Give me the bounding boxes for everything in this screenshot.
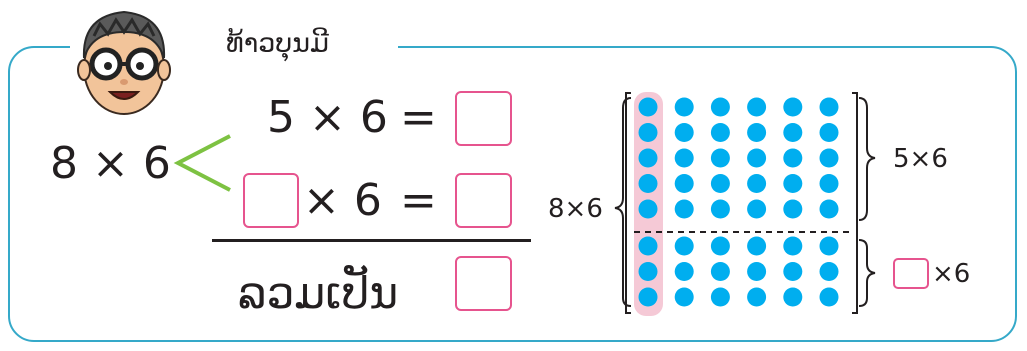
array-dot (674, 174, 694, 193)
array-dot (638, 174, 658, 193)
array-dot (674, 236, 694, 256)
array-dot (638, 199, 658, 219)
array-dot (638, 123, 658, 142)
equation-1-equals: = (400, 92, 437, 143)
total-answer-box[interactable] (455, 256, 512, 311)
array-dot (747, 236, 767, 256)
array-dot (710, 262, 730, 281)
equation-2-tail: × 6 (303, 175, 382, 226)
array-dot (674, 287, 694, 307)
boy-with-glasses-avatar (77, 10, 171, 115)
array-dot (638, 236, 658, 256)
sum-line (212, 239, 531, 242)
array-dot (783, 148, 803, 168)
array-dot (747, 174, 767, 193)
array-dot (710, 123, 730, 142)
equation-1-left: 5 × 6 (267, 92, 388, 143)
array-dot (819, 262, 839, 281)
array-dot (710, 174, 730, 193)
array-dot (674, 262, 694, 281)
array-dot (638, 287, 658, 307)
array-dot (638, 262, 658, 281)
array-bottom-blank-box[interactable] (893, 258, 929, 289)
factor-blank-box[interactable] (243, 173, 299, 228)
array-dot (819, 199, 839, 219)
answer-box-2[interactable] (455, 173, 512, 228)
array-dot (783, 97, 803, 117)
array-dot (819, 287, 839, 307)
array-dot (710, 236, 730, 256)
array-dot (747, 123, 767, 142)
expression-left: 8 × 6 (50, 138, 171, 189)
array-top-label: 5×6 (893, 144, 948, 174)
total-label: ລວມເປັນ (238, 268, 399, 319)
array-dot (783, 123, 803, 142)
array-dot (819, 174, 839, 193)
array-dot (674, 148, 694, 168)
array-dot (638, 148, 658, 168)
array-dot (783, 287, 803, 307)
array-dot (710, 97, 730, 117)
equation-2-equals: = (400, 175, 437, 226)
answer-box-1[interactable] (455, 91, 512, 146)
array-dot (710, 199, 730, 219)
array-dot (638, 97, 658, 117)
split-bracket (173, 134, 231, 192)
array-bottom-label: ×6 (932, 259, 971, 289)
array-dot (819, 123, 839, 142)
array-dot (783, 174, 803, 193)
array-dot (674, 97, 694, 117)
array-dot (747, 148, 767, 168)
array-full-label: 8×6 (548, 194, 603, 224)
array-dot (819, 97, 839, 117)
array-dot (819, 236, 839, 256)
array-dot (747, 262, 767, 281)
array-dot (710, 287, 730, 307)
array-dot (710, 148, 730, 168)
array-dot (747, 199, 767, 219)
problem-panel (8, 46, 1017, 342)
array-dot (674, 123, 694, 142)
array-dot (819, 148, 839, 168)
array-dot (783, 262, 803, 281)
array-dot (783, 199, 803, 219)
array-dot (783, 236, 803, 256)
array-dot (747, 287, 767, 307)
character-name: ທ້າວບຸນມີ (226, 28, 329, 59)
array-dot (674, 199, 694, 219)
array-dot (747, 97, 767, 117)
